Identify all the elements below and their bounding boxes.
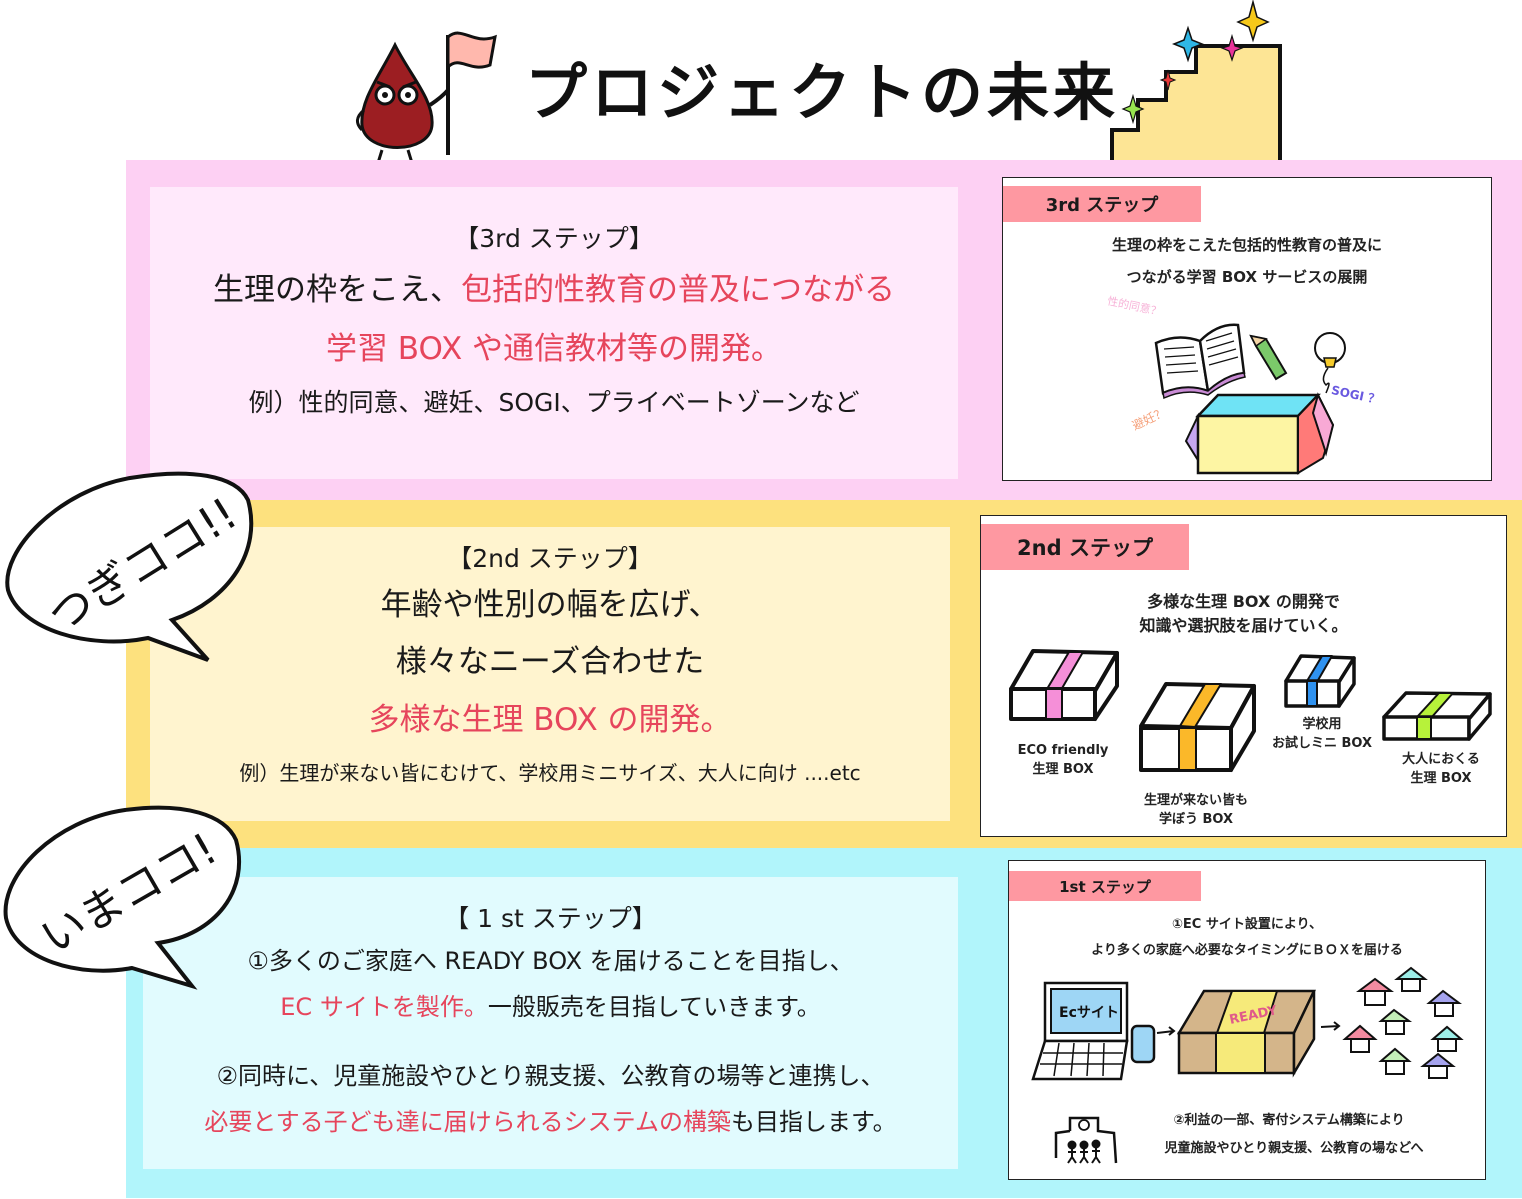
staircase-sparkles-icon	[1110, 0, 1282, 162]
step1-heading: 【 1 st ステップ】	[444, 904, 657, 933]
step2-card-caption-1: 多様な生理 BOX の開発で	[1147, 592, 1340, 611]
step2-line2: 様々なニーズ合わせた	[395, 644, 705, 681]
svg-text:Ecサイト: Ecサイト	[1059, 1005, 1119, 1021]
step3-illustration-card: 3rd ステップ 生理の枠をこえた包括的性教育の普及に つながる学習 BOX サ…	[1002, 177, 1492, 481]
step1-item1-line1: ①多くのご家庭へ READY BOX を届けることを目指し、	[247, 947, 854, 975]
box-label-learn: 生理が来ない皆も 学ぼう BOX	[1143, 793, 1248, 827]
step2-line3: 多様な生理 BOX の開発。	[368, 701, 732, 738]
step3-example: 例）性的同意、避妊、SOGI、プライベートゾーンなど	[248, 387, 860, 417]
now-here-bubble-icon	[3, 805, 242, 990]
step1-item2-line1: ②同時に、児童施設やひとり親支援、公教育の場等と連携し、	[216, 1062, 885, 1091]
step2-illustration-card: 2nd ステップ 多様な生理 BOX の開発で 知識や選択肢を届けていく。	[980, 515, 1507, 837]
four-boxes-icon	[1009, 649, 1492, 772]
step1-card-caption-1b: より多くの家庭へ必要なタイミングにＢＯＸを届ける	[1091, 943, 1403, 958]
step1-item2-line2: 必要とする子ども達に届けられるシステムの構築も目指します。	[204, 1107, 897, 1136]
next-here-bubble-icon	[5, 471, 254, 662]
step1-item1-line2: EC サイトを製作。一般販売を目指していきます。	[280, 992, 821, 1021]
step1-card-tag: 1st ステップ	[1009, 871, 1201, 901]
box-label-adult: 大人におくる 生理 BOX	[1402, 752, 1480, 786]
step3-card-tag: 3rd ステップ	[1003, 186, 1201, 222]
ec-box-houses-icon: Ecサイト READY	[1031, 966, 1464, 1081]
step1-card-caption-2a: ②利益の一部、寄付システム構築により	[1173, 1113, 1405, 1128]
step2-example: 例）生理が来ない皆にむけて、学校用ミニサイズ、大人に向け ....etc	[239, 761, 861, 786]
step3-card-caption-2: つながる学習 BOX サービスの展開	[1126, 268, 1368, 286]
box-label-school: 学校用 お試しミニ BOX	[1271, 717, 1373, 751]
step1-card-caption-2b: 児童施設やひとり親支援、公教育の場などへ	[1164, 1141, 1424, 1156]
step3-card-caption-1: 生理の枠をこえた包括的性教育の普及に	[1111, 236, 1382, 254]
step1-card-caption-1a: ①EC サイト設置により、	[1171, 917, 1323, 932]
step3-textbox: 【3rd ステップ】 生理の枠をこえ、包括的性教育の普及につながる 学習 BOX…	[150, 187, 958, 479]
page-title: プロジェクトの未来	[525, 56, 1120, 129]
blood-drop-mascot-icon	[356, 31, 497, 160]
school-children-icon	[1054, 1116, 1118, 1164]
step3-line1: 生理の枠をこえ、包括的性教育の普及につながる	[213, 272, 895, 308]
step3-heading: 【3rd ステップ】	[454, 224, 654, 253]
step2-textbox: 【2nd ステップ】 年齢や性別の幅を広げ、 様々なニーズ合わせた 多様な生理 …	[150, 527, 950, 821]
step2-card-tag: 2nd ステップ	[981, 524, 1189, 570]
book-pencil-bulb-box-icon	[1154, 323, 1346, 475]
box-label-eco: ECO friendly 生理 BOX	[1017, 743, 1109, 777]
step1-illustration-card: 1st ステップ ①EC サイト設置により、 より多くの家庭へ必要なタイミングに…	[1008, 860, 1486, 1180]
step1-textbox: 【 1 st ステップ】 ①多くのご家庭へ READY BOX を届けることを目…	[143, 877, 958, 1169]
step2-card-caption-2: 知識や選択肢を届けていく。	[1139, 616, 1348, 635]
step2-line1: 年齢や性別の幅を広げ、	[380, 587, 720, 623]
step3-line2: 学習 BOX や通信教材等の開発。	[325, 330, 783, 367]
step2-heading: 【2nd ステップ】	[447, 544, 653, 573]
